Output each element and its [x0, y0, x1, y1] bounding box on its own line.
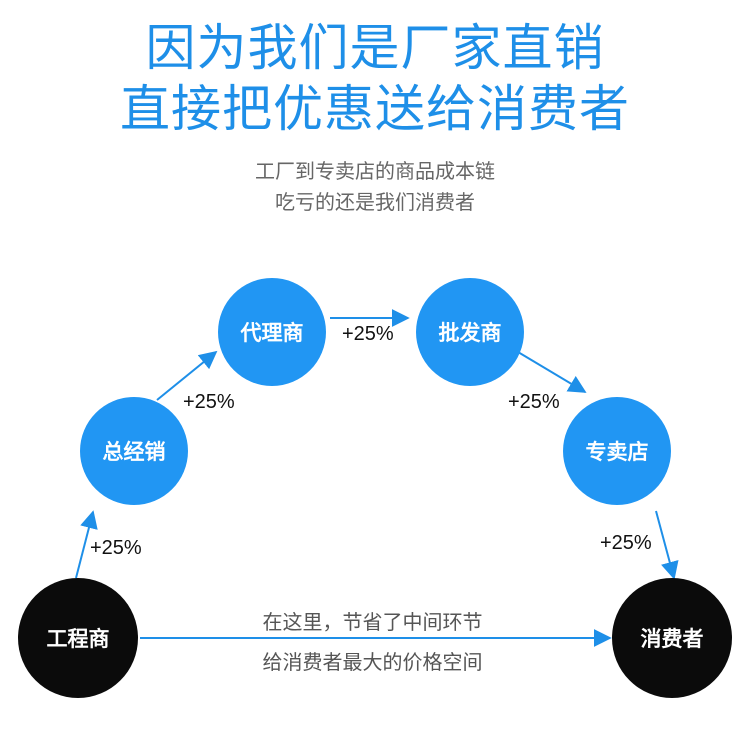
bottom-note-line-2: 给消费者最大的价格空间	[262, 650, 483, 674]
bottom-note-line-1: 在这里，节省了中间环节	[262, 610, 483, 634]
headline-line-2: 直接把优惠送给消费者	[120, 80, 630, 138]
markup-label-2: +25%	[183, 391, 235, 413]
node-consumer: 消费者	[612, 578, 732, 698]
arrow-factory-to-general	[75, 510, 98, 579]
subtitle-line-1: 工厂到专卖店的商品成本链	[255, 159, 495, 183]
markup-label-4: +25%	[508, 391, 560, 413]
markup-label-1: +25%	[90, 537, 142, 559]
arrow-general-to-agent	[156, 350, 218, 401]
arrow-store-to-consumer	[655, 510, 679, 580]
node-store: 专卖店	[563, 397, 671, 505]
headline-line-1: 因为我们是厂家直销	[145, 19, 605, 77]
node-factory: 工程商	[18, 578, 138, 698]
markup-label-5: +25%	[600, 532, 652, 554]
node-general-distributor: 总经销	[80, 397, 188, 505]
markup-label-3: +25%	[342, 323, 394, 345]
node-wholesaler: 批发商	[416, 278, 524, 386]
node-agent: 代理商	[218, 278, 326, 386]
subtitle-line-2: 吃亏的还是我们消费者	[275, 190, 475, 214]
arrow-wholesaler-to-store	[517, 351, 587, 393]
